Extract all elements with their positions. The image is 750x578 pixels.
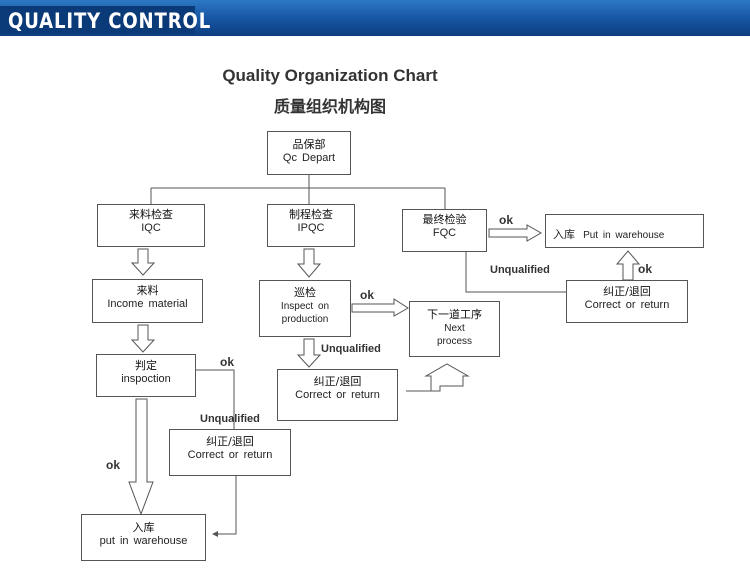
banner-title: QUALITY CONTROL [8,9,212,33]
node-next-en1: Next [444,323,465,334]
arrow-correct-next [406,363,470,392]
node-ipqc: 制程检查 IPQC [267,204,355,247]
node-qc-zh: 品保部 [292,138,326,151]
node-qc-depart: 品保部 Qc Depart [267,131,351,175]
node-warehouse-bottom-en: put in warehouse [99,535,188,547]
node-ipqc-correct-zh: 纠正/退回 [313,375,362,388]
node-ipqc-zh: 制程检查 [289,208,333,221]
node-fqc-correct-zh: 纠正/退回 [603,285,651,298]
node-warehouse-bottom: 入库 put in warehouse [81,514,206,561]
node-next-en2: process [436,336,472,347]
arrowhead-warehouse [212,531,218,537]
node-fqc: 最终检验 FQC [402,209,487,252]
banner-label: QUALITY CONTROL [0,6,210,34]
node-judge-zh: 判定 [135,359,157,372]
node-ipqc-correct: 纠正/退回 Correct or return [277,369,398,421]
arrow-correct-up [615,250,641,281]
arrow-judge-warehouse [128,398,154,516]
node-ipqc-correct-en: Correct or return [295,389,380,401]
node-warehouse-top-zh: 入库 [553,228,575,241]
node-ipqc-en: IPQC [297,222,325,234]
node-next: 下一道工序 Next process [409,301,500,357]
label-ok-fqc: ok [499,213,514,227]
label-ok-judge: ok [220,355,235,369]
arrow-income-judge [130,324,156,353]
node-income: 来料 Income material [92,279,203,323]
label-unqualified-fqc: Unqualified [490,264,550,276]
node-fqc-en: FQC [432,227,457,239]
label-unqualified-inspect: Unqualified [321,343,381,355]
node-judge-en: inspoction [121,373,171,385]
label-ok-inspect: ok [360,288,375,302]
node-inspect-en1: Inspect on [280,301,330,312]
node-fqc-correct-en: Correct or return [584,299,670,311]
node-income-zh: 来料 [136,284,159,297]
node-iqc-correct-zh: 纠正/退回 [206,435,254,448]
arrow-inspect-correct [296,338,322,368]
node-inspect-zh: 巡检 [294,286,316,299]
node-fqc-zh: 最终检验 [422,213,467,226]
node-income-en: Income material [107,298,188,310]
node-qc-en: Qc Depart [282,152,336,164]
node-iqc-correct-en: Correct or return [187,449,273,461]
connector-judge-unqualified [196,369,235,429]
node-warehouse-bottom-zh: 入库 [132,521,155,534]
label-ok-down: ok [106,458,121,472]
node-judge: 判定 inspoction [96,354,196,397]
node-iqc: 来料检查 IQC [97,204,205,247]
label-ok-up: ok [638,262,653,276]
arrow-iqc-income [130,248,156,276]
chart-title: Quality Organization Chart [222,66,438,85]
label-unqualified-judge: Unqualified [200,413,260,425]
node-inspect-en2: production [281,314,329,325]
node-next-zh: 下一道工序 [427,308,482,321]
node-warehouse-top: 入库 Put in warehouse [545,214,704,248]
chart-subtitle: 质量组织机构图 [273,97,386,116]
node-fqc-correct: 纠正/退回 Correct or return [566,280,688,323]
arrow-inspect-next [351,298,409,317]
node-inspect: 巡检 Inspect on production [259,280,351,337]
node-iqc-zh: 来料检查 [129,208,173,221]
arrow-fqc-warehouse [488,224,543,242]
connector-correct-to-warehouse [216,476,237,535]
node-warehouse-top-en: Put in warehouse [583,230,665,241]
header-banner: QUALITY CONTROL [0,0,750,36]
node-iqc-en: IQC [141,222,161,234]
connector-fqc-unqualified [465,252,566,293]
node-iqc-correct: 纠正/退回 Correct or return [169,429,291,476]
arrow-ipqc-inspect [296,248,322,278]
